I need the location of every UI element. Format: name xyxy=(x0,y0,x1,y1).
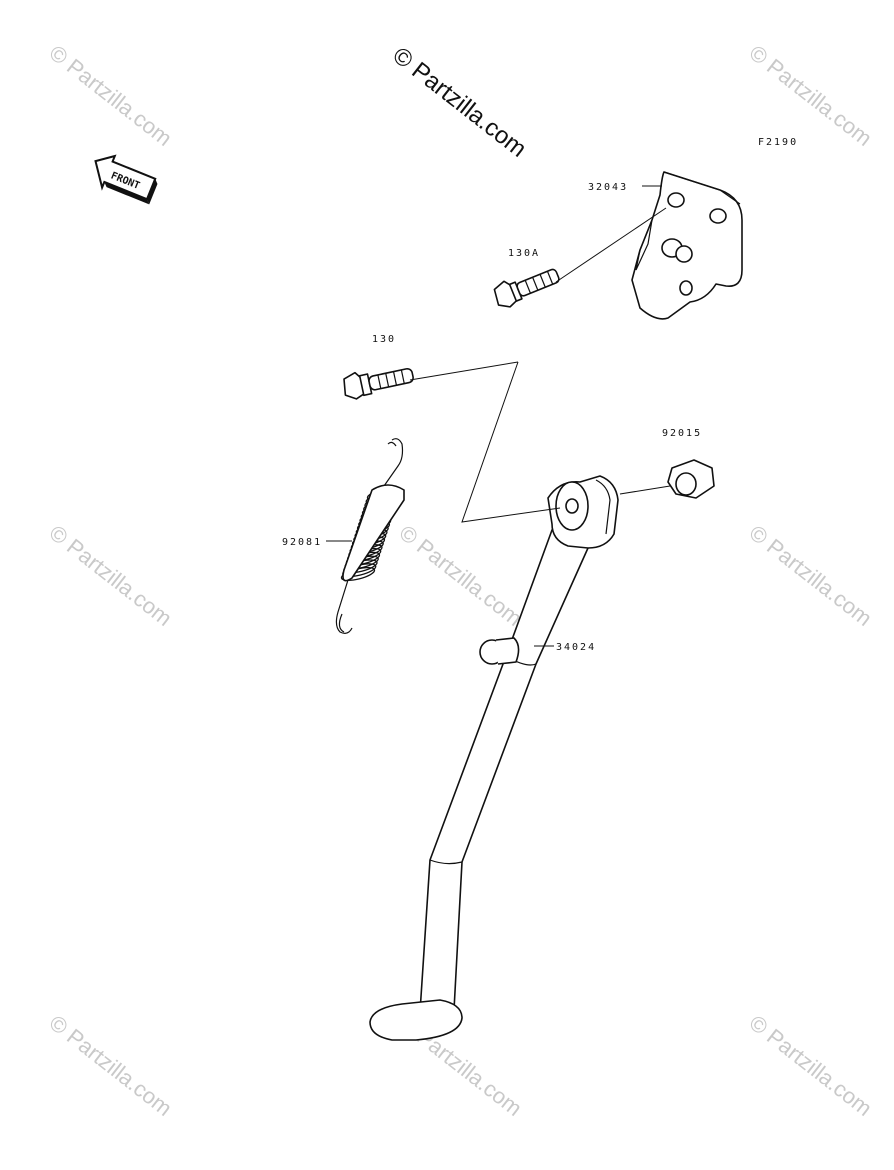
label-92015: 92015 xyxy=(662,428,702,439)
leader-lines xyxy=(326,185,671,647)
label-130a: 130A xyxy=(508,248,540,259)
label-130: 130 xyxy=(372,334,396,345)
front-arrow-icon: FRONT xyxy=(94,154,158,205)
label-92081: 92081 xyxy=(282,537,322,548)
spring-92081 xyxy=(335,438,405,634)
stand-34024 xyxy=(369,475,619,1041)
bracket-32043 xyxy=(631,171,743,320)
bolt-130 xyxy=(343,367,414,400)
bolt-130a xyxy=(493,268,560,308)
diagram-id: F2190 xyxy=(758,137,798,148)
label-34024: 34024 xyxy=(556,642,596,653)
nut-92015 xyxy=(667,459,715,499)
stand-pin xyxy=(479,637,520,665)
label-32043: 32043 xyxy=(588,182,628,193)
